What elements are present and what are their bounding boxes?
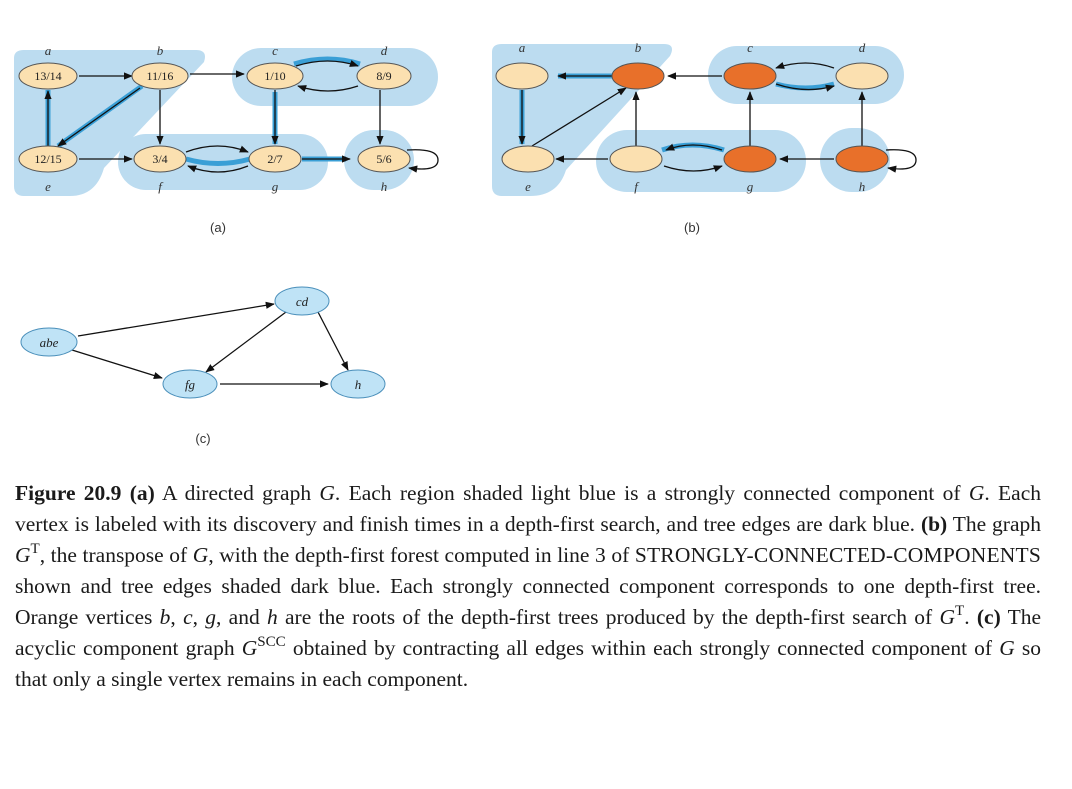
caption-text: shown and tree edges shaded dark blue. E… [15,574,1041,629]
vertex-b-d: d [835,40,889,90]
vertex-a-b-times: 11/16 [147,69,174,83]
component-cd-region-b [708,46,904,104]
edges-a [44,59,439,173]
vertex-a-h: 5/6 h [357,145,411,194]
vertex-b-f-letter: f [634,179,640,194]
panel-a: 13/14 a 11/16 b 1/10 c 8/9 d 12/15 e 3/4… [14,43,439,235]
caption-text: , the transpose of [39,543,193,567]
vertex-b-g-letter: g [747,179,754,194]
figure-caption: Figure 20.9 (a) A directed graph G. Each… [15,478,1041,695]
caption-text: . Each region shaded light blue is a str… [334,481,969,505]
component-node-cd-label: cd [296,294,309,309]
caption-var: G [192,543,209,567]
caption-var: G [999,636,1015,660]
caption-c-label: (c) [976,605,1001,629]
vertex-a-e-letter: e [45,179,51,194]
component-node-abe: abe [20,327,78,357]
vertex-b-h: h [835,145,889,194]
edges-c [71,301,349,388]
caption-var: G [241,636,258,660]
caption-var: G [968,481,985,505]
vertex-a-d-letter: d [381,43,388,58]
caption-a-label: (a) [129,481,155,505]
vertex-a-b-letter: b [157,43,164,58]
vertex-a-g-letter: g [272,179,279,194]
caption-text: are the roots of the depth-first trees p… [277,605,940,629]
vertex-b-e: e [501,145,555,194]
caption-b-label: (b) [920,512,948,536]
caption-text: The graph [947,512,1041,536]
caption-superscript: SCC [257,634,286,650]
vertex-a-a-letter: a [45,43,52,58]
vertex-b-a: a [495,40,549,90]
component-node-h: h [330,369,386,399]
figure-diagram: 13/14 a 11/16 b 1/10 c 8/9 d 12/15 e 3/4… [14,40,917,446]
vertex-b-a-letter: a [519,40,526,55]
vertex-b-d-letter: d [859,40,866,55]
vertex-b-c: c [723,40,777,90]
caption-text: so that only a single vertex remains in … [15,636,1041,691]
vertex-b-b-letter: b [635,40,642,55]
panel-a-label: (a) [210,220,226,235]
caption-var: G [15,543,31,567]
caption-text: obtained by contracting all edges within… [285,636,1000,660]
caption-figure-label: Figure 20.9 [15,481,122,505]
vertex-a-e-times: 12/15 [34,152,61,166]
caption-superscript: T [30,541,40,557]
vertex-b-b: b [611,40,665,90]
vertex-b-g: g [723,145,777,194]
vertex-a-e: 12/15 e [18,145,78,194]
vertex-b-h-letter: h [859,179,866,194]
caption-var: g [205,605,217,629]
caption-var: h [267,605,278,629]
caption-var: G [319,481,335,505]
vertex-a-f: 3/4 f [133,145,187,194]
panel-c-label: (c) [195,431,210,446]
vertex-a-c-times: 1/10 [264,69,285,83]
vertex-a-h-times: 5/6 [376,152,391,166]
panel-b: a b c d e f g h (b) [492,40,917,235]
vertex-a-g: 2/7 g [248,145,302,194]
caption-text: The acyclic component graph [15,605,1042,660]
component-node-fg-label: fg [185,377,196,392]
vertex-b-e-letter: e [525,179,531,194]
component-fg-region-b [596,130,806,192]
component-node-h-label: h [355,377,362,392]
component-node-cd: cd [274,286,330,316]
vertex-a-a: 13/14 a [18,43,78,90]
vertex-a-d-times: 8/9 [376,69,391,83]
caption-var: c [183,605,193,629]
caption-text: A directed graph [154,481,320,505]
vertex-a-f-times: 3/4 [152,152,167,166]
vertex-b-f: f [609,145,663,194]
component-cd-region [232,48,438,106]
vertex-a-h-letter: h [381,179,388,194]
caption-superscript: T [955,603,965,619]
caption-text: , [192,605,206,629]
component-node-abe-label: abe [40,335,59,350]
caption-text: . [964,605,977,629]
vertex-a-a-times: 13/14 [34,69,61,83]
vertex-a-b: 11/16 b [131,43,189,90]
caption-text: , [170,605,184,629]
caption-var: G [939,605,956,629]
vertex-a-c-letter: c [272,43,278,58]
caption-text: , with the depth-first forest computed i… [208,543,635,567]
vertex-a-g-times: 2/7 [267,152,282,166]
vertex-b-c-letter: c [747,40,753,55]
panel-c: abe cd fg h (c) [20,286,386,446]
vertex-a-d: 8/9 d [356,43,412,90]
component-node-fg: fg [162,369,218,399]
edges-b [518,61,917,173]
caption-var: b [159,605,171,629]
caption-procedure-name: STRONGLY-CONNECTED-COMPONENTS [634,543,1041,567]
caption-text: . Each vertex is labeled with its discov… [15,481,1042,536]
panel-b-label: (b) [684,220,700,235]
vertex-a-f-letter: f [158,179,164,194]
vertex-a-c: 1/10 c [246,43,304,90]
caption-text: , and [216,605,267,629]
